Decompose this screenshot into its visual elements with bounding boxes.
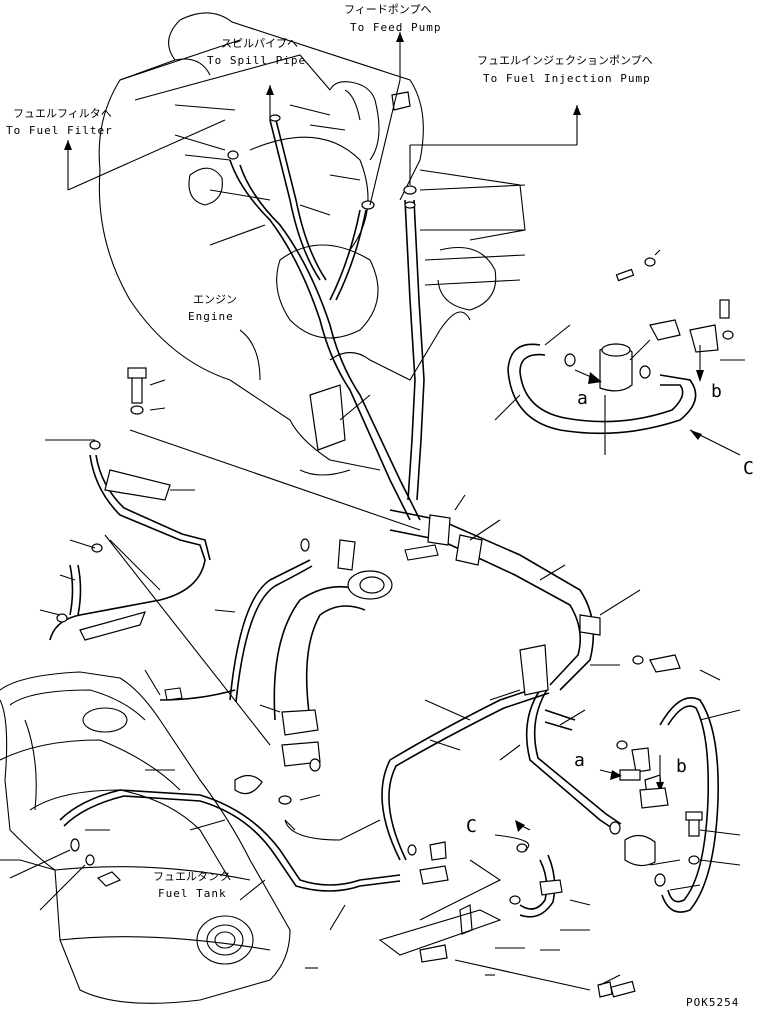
main-pipe [129,429,641,691]
drawing-code: POK5254 [686,996,739,1009]
spill-pipe-label-en: To Spill Pipe [207,54,306,67]
view-b-bottom-label: b [676,756,687,777]
injection-pump-label-jp: フュエルインジェクションポンプへ [477,54,653,67]
engine-label-jp: エンジン [193,293,237,306]
view-c-right-label: C [743,458,754,479]
engine-fuel-lines [227,81,425,521]
fuel-tank-label-en: Fuel Tank [158,887,227,900]
view-c-bottom-label: C [466,816,477,837]
feed-pump-label-jp: フィードポンプへ [344,3,431,16]
engine-outline [98,12,526,476]
fuel-filter-label-jp: フュエルフィルタへ [13,107,112,120]
view-a-top-label: a [577,388,588,409]
engine-label-en: Engine [188,310,234,323]
lower-hoses [305,644,741,998]
fuel-filter-top-assembly [494,249,745,456]
feed-pump-label-en: To Feed Pump [350,21,441,34]
view-b-top-label: b [711,381,722,402]
view-a-bottom-label: a [574,750,585,771]
left-bracket-pipe [39,367,281,746]
injection-pump-label-en: To Fuel Injection Pump [483,72,651,85]
engine-leaders [174,104,526,421]
fuel-tank [0,671,401,1004]
spill-pipe-label-jp: スピルパイプへ [221,37,298,50]
fuel-filter-label-en: To Fuel Filter [6,124,113,137]
fuel-tank-label-jp: フュエルタンク [153,870,230,883]
direction-arrows [64,32,581,206]
filler-neck [159,538,393,841]
